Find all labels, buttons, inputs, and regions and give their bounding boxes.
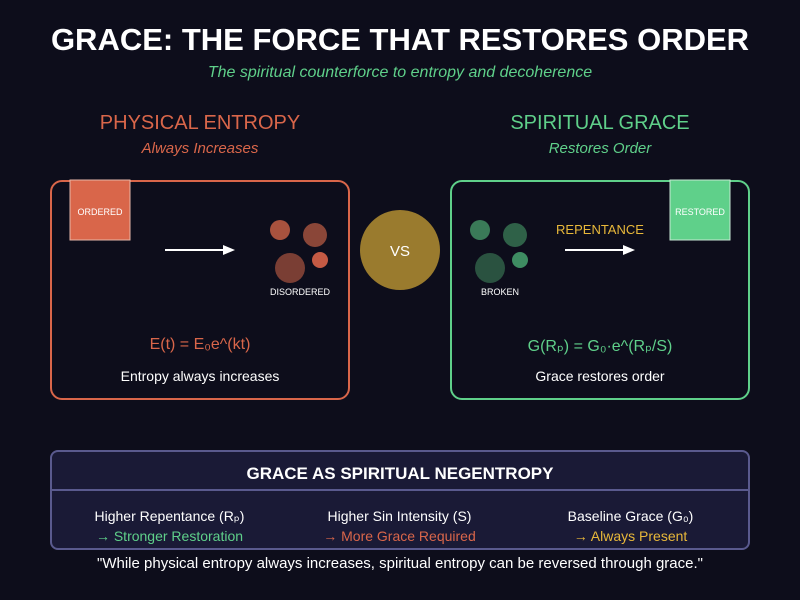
repentance-label: REPENTANCE (556, 222, 644, 237)
restored-label: RESTORED (675, 207, 725, 217)
closing-quote: "While physical entropy always increases… (97, 555, 703, 572)
broken-label: BROKEN (481, 287, 519, 297)
panel-divider (52, 489, 748, 491)
negentropy-title: GRACE AS SPIRITUAL NEGENTROPY (246, 464, 554, 483)
factor-effect: → Stronger Restoration (95, 528, 244, 544)
page-title: GRACE: THE FORCE THAT RESTORES ORDER (50, 22, 750, 57)
entropy-formula: E(t) = E₀e^(kt) (149, 336, 251, 353)
restored-square (669, 179, 731, 241)
ordered-square (69, 179, 131, 241)
grace-caption: Grace restores order (535, 368, 665, 384)
disorder-particle (312, 252, 328, 268)
broken-particle (470, 220, 490, 240)
diagram-graphics: ORDERED DISORDERED VS BROKEN REPENTANCE … (69, 179, 731, 297)
factor-label: Baseline Grace (G₀) (567, 508, 694, 524)
ordered-label: ORDERED (77, 207, 123, 217)
vs-circle (360, 210, 440, 290)
negentropy-panel (50, 450, 750, 550)
broken-particle (512, 252, 528, 268)
broken-particle (503, 223, 527, 247)
broken-particle (475, 253, 505, 283)
factor-label: Higher Sin Intensity (S) (327, 508, 472, 524)
page-subtitle: The spiritual counterforce to entropy an… (207, 64, 593, 81)
factor-effect: → More Grace Required (323, 528, 476, 544)
entropy-caption: Entropy always increases (120, 368, 280, 384)
disorder-particle (270, 220, 290, 240)
disordered-label: DISORDERED (270, 287, 331, 297)
factor-label: Higher Repentance (Rₚ) (94, 508, 245, 524)
entropy-panel (50, 180, 350, 400)
grace-subheading: Restores Order (548, 140, 652, 157)
grace-panel (450, 180, 750, 400)
vs-label: VS (390, 243, 410, 260)
grace-heading: SPIRITUAL GRACE (510, 112, 690, 134)
entropy-arrow (165, 245, 235, 255)
entropy-subheading: Always Increases (141, 140, 259, 157)
disorder-particle (303, 223, 327, 247)
disorder-particle (275, 253, 305, 283)
repentance-arrow (565, 245, 635, 255)
factor-effect: → Always Present (573, 528, 688, 544)
entropy-heading: PHYSICAL ENTROPY (99, 112, 301, 134)
grace-formula: G(Rₚ) = G₀·e^(Rₚ/S) (527, 338, 673, 355)
